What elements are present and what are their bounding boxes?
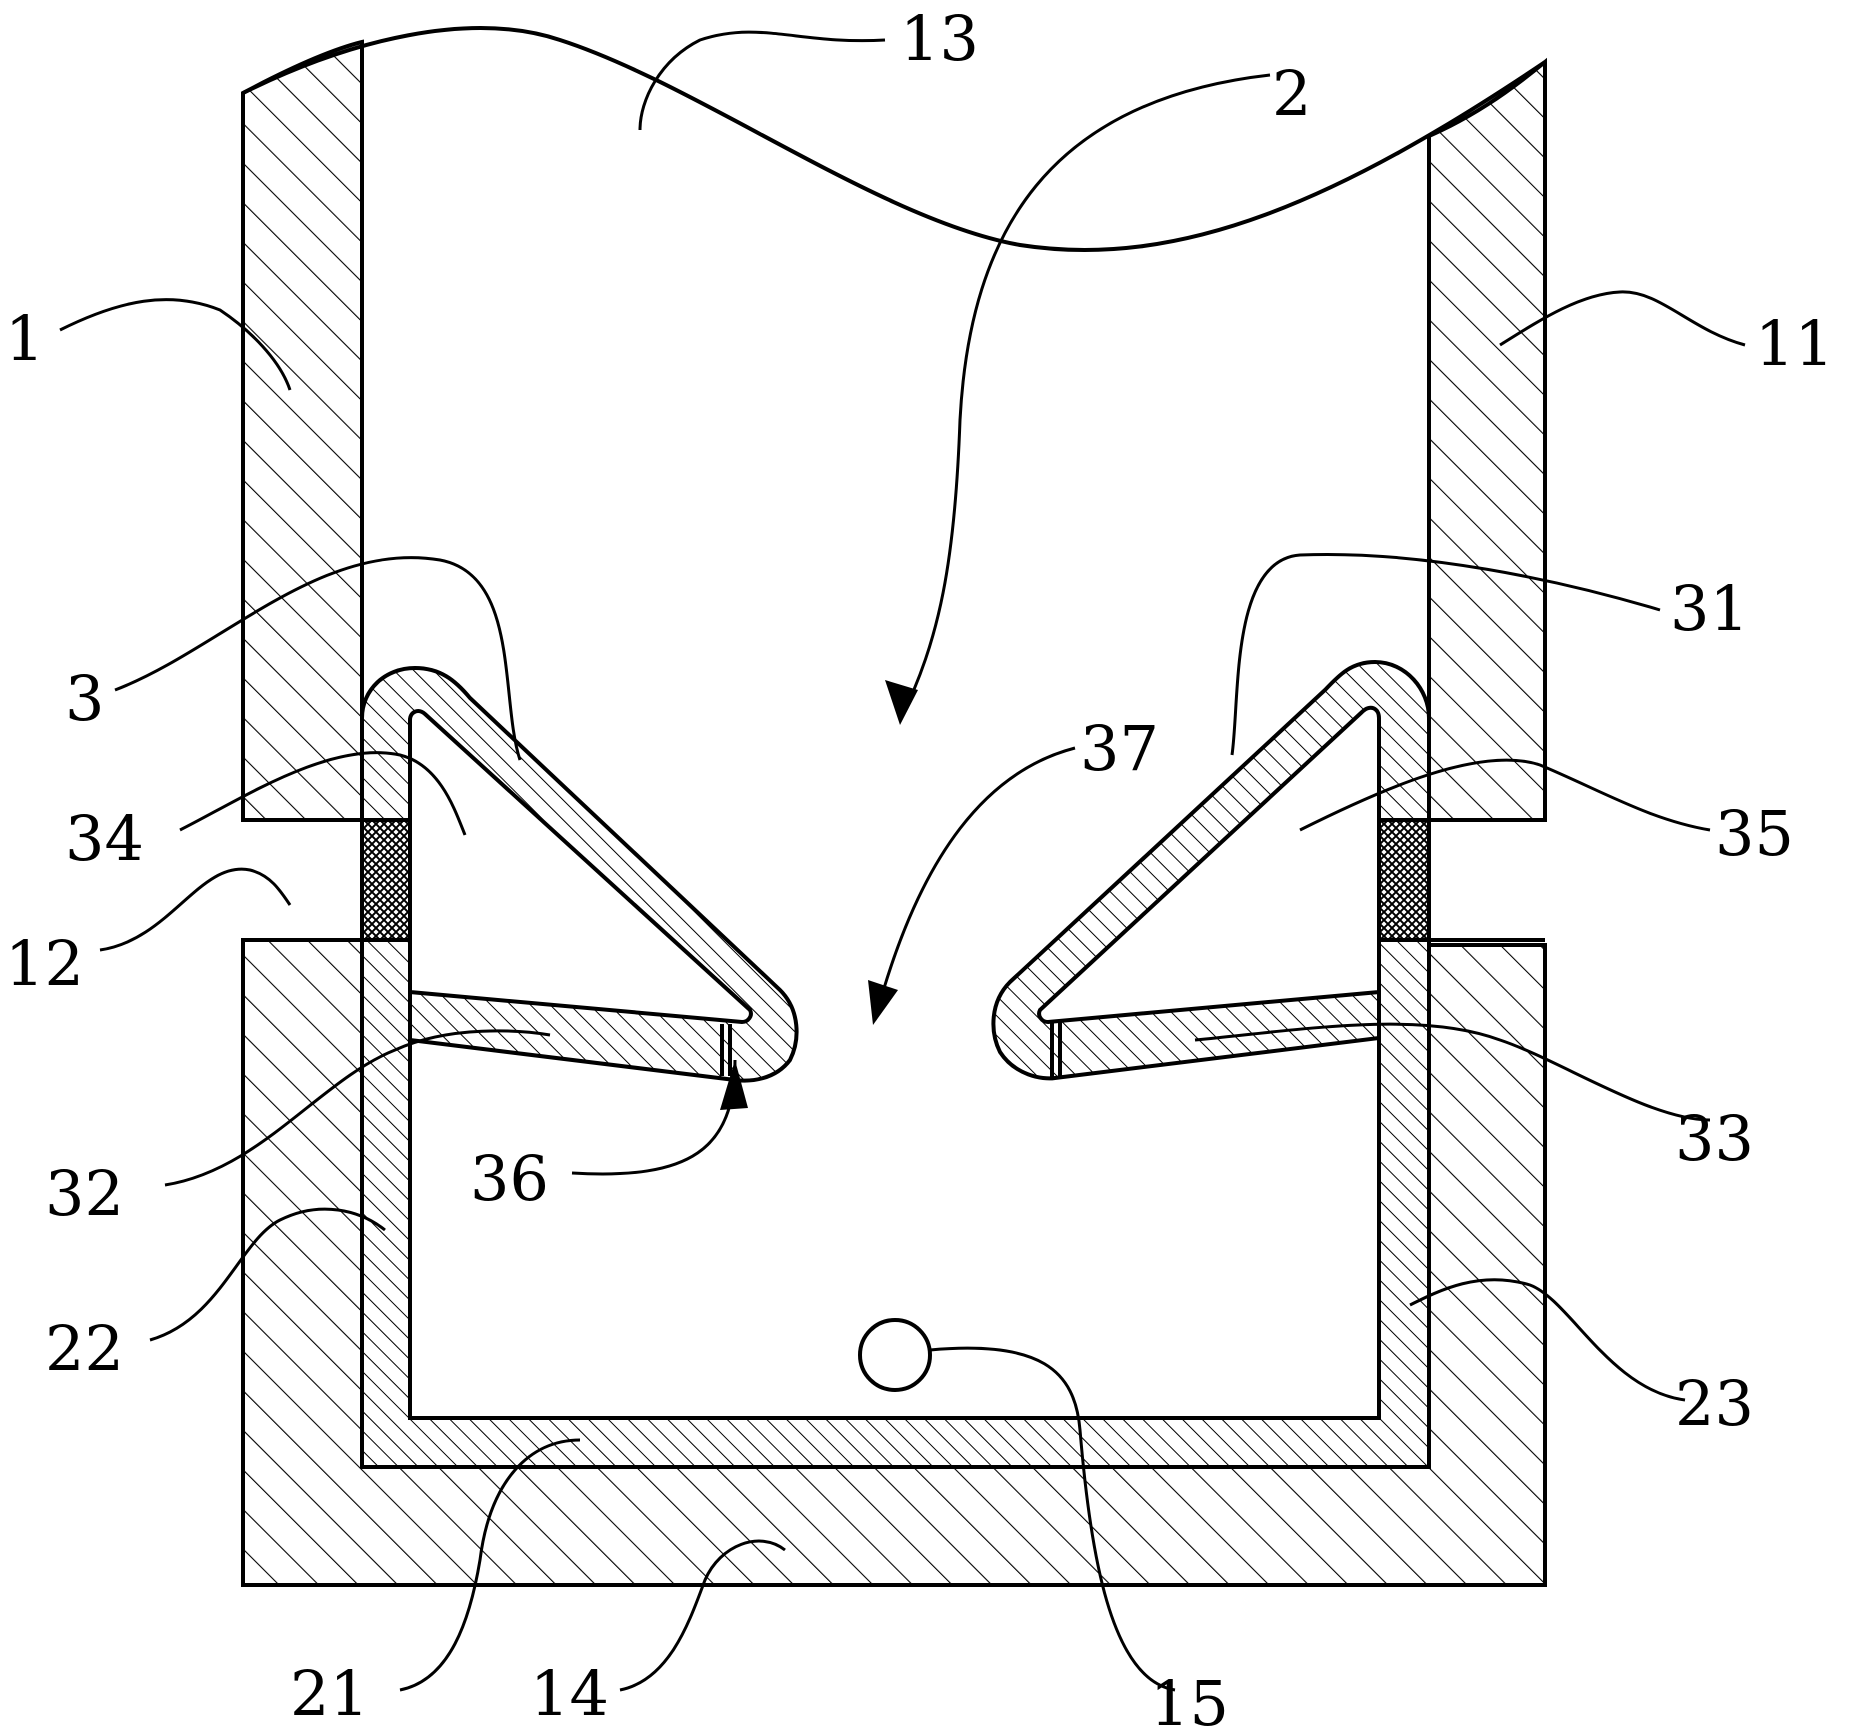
break-line (242, 26, 1547, 252)
leader-1 (59, 298, 292, 391)
leader-22 (149, 1207, 386, 1342)
arrow-36-head (720, 1060, 748, 1110)
leader-23 (1409, 1278, 1686, 1402)
label-13: 13 (900, 2, 979, 75)
label-15: 15 (1150, 1667, 1229, 1735)
label-21: 21 (290, 1657, 369, 1730)
leader-12 (99, 867, 292, 952)
arrow-2-head (885, 680, 918, 725)
hole-15 (858, 1318, 932, 1392)
leader-31 (1230, 553, 1661, 756)
arrow-37 (873, 746, 1076, 1021)
label-23: 23 (1675, 1367, 1754, 1440)
label-2: 2 (1272, 57, 1311, 130)
label-37: 37 (1080, 712, 1159, 785)
leader-21 (399, 1438, 581, 1692)
label-36: 36 (470, 1142, 549, 1215)
leader-13 (638, 30, 886, 131)
label-22: 22 (45, 1312, 124, 1385)
label-35: 35 (1715, 797, 1794, 870)
leader-33 (1194, 1022, 1711, 1122)
arrow-37-head (868, 980, 898, 1025)
arrow-2 (898, 73, 1271, 721)
label-33: 33 (1675, 1102, 1754, 1175)
leader-3 (114, 556, 522, 761)
leader-11 (1499, 290, 1746, 347)
leader-32 (164, 1029, 551, 1187)
leader-34 (179, 751, 467, 836)
label-1: 1 (5, 302, 44, 375)
label-31: 31 (1670, 572, 1749, 645)
label-11: 11 (1755, 307, 1834, 380)
leader-14 (619, 1539, 786, 1692)
label-12: 12 (5, 927, 84, 1000)
label-32: 32 (45, 1157, 124, 1230)
left-seal (360, 818, 412, 942)
right-lip-cavity (1037, 705, 1381, 1025)
label-14: 14 (530, 1657, 609, 1730)
leader-35 (1299, 758, 1711, 832)
label-3: 3 (65, 662, 104, 735)
leader-15 (929, 1346, 1176, 1692)
label-34: 34 (65, 802, 144, 875)
right-seal (1377, 818, 1431, 942)
left-lip-cavity (408, 709, 753, 1025)
